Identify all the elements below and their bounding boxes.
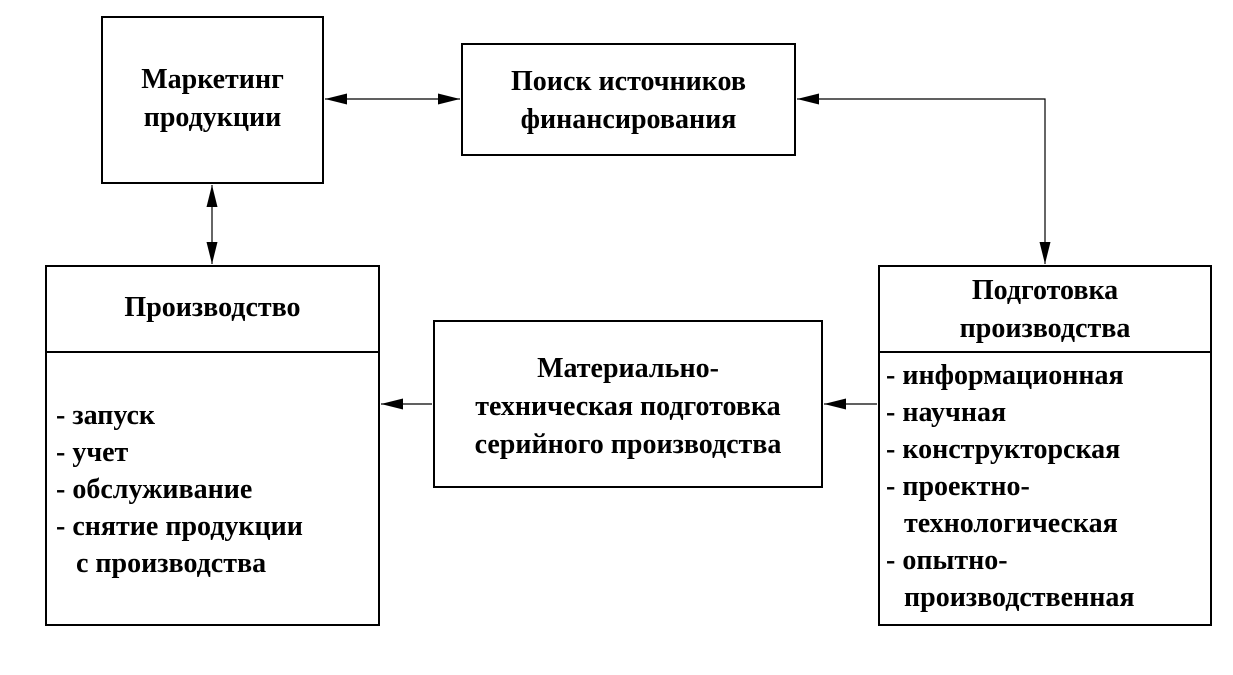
material-title-line-2: техническая подготовка bbox=[475, 391, 781, 422]
marketing-box: Маркетинг продукции bbox=[101, 16, 324, 184]
preparation-item: - проектно- bbox=[886, 471, 1030, 502]
finance-title-line-1: Поиск источников bbox=[511, 66, 746, 97]
preparation-items: - информационная - научная - конструктор… bbox=[886, 357, 1135, 616]
material-title: Материально- техническая подготовка сери… bbox=[435, 350, 821, 464]
preparation-item-continuation: технологическая bbox=[904, 508, 1118, 539]
preparation-title: Подготовка производства bbox=[880, 272, 1210, 348]
preparation-item: - информационная bbox=[886, 360, 1124, 391]
finance-title: Поиск источников финансирования bbox=[463, 63, 794, 139]
preparation-item: - конструкторская bbox=[886, 434, 1121, 465]
marketing-title-line-1: Маркетинг bbox=[141, 64, 284, 95]
preparation-box: Подготовка производства - информационная… bbox=[878, 265, 1212, 626]
preparation-item: - опытно- bbox=[886, 545, 1008, 576]
production-item: - обслуживание bbox=[56, 474, 253, 505]
arrow-finance-preparation bbox=[797, 93, 1051, 264]
material-title-line-3: серийного производства bbox=[474, 429, 782, 460]
production-items: - запуск - учет - обслуживание - снятие … bbox=[56, 397, 303, 582]
preparation-header: Подготовка производства bbox=[880, 267, 1210, 353]
production-box: Производство - запуск - учет - обслужива… bbox=[45, 265, 380, 626]
finance-title-line-2: финансирования bbox=[520, 104, 737, 135]
marketing-title: Маркетинг продукции bbox=[103, 61, 322, 137]
preparation-item: - научная bbox=[886, 397, 1007, 428]
production-item-continuation: с производства bbox=[76, 548, 267, 579]
production-item: - снятие продукции bbox=[56, 511, 303, 542]
production-item: - учет bbox=[56, 437, 129, 468]
preparation-title-line-1: Подготовка bbox=[971, 275, 1119, 306]
preparation-item-continuation: производственная bbox=[904, 582, 1135, 613]
marketing-title-line-2: продукции bbox=[143, 102, 282, 133]
preparation-title-line-2: производства bbox=[959, 313, 1131, 344]
production-header: Производство bbox=[47, 267, 378, 353]
finance-box: Поиск источников финансирования bbox=[461, 43, 796, 156]
production-item: - запуск bbox=[56, 400, 156, 431]
production-title: Производство bbox=[124, 292, 301, 323]
material-title-line-1: Материально- bbox=[537, 353, 719, 384]
material-box: Материально- техническая подготовка сери… bbox=[433, 320, 823, 488]
